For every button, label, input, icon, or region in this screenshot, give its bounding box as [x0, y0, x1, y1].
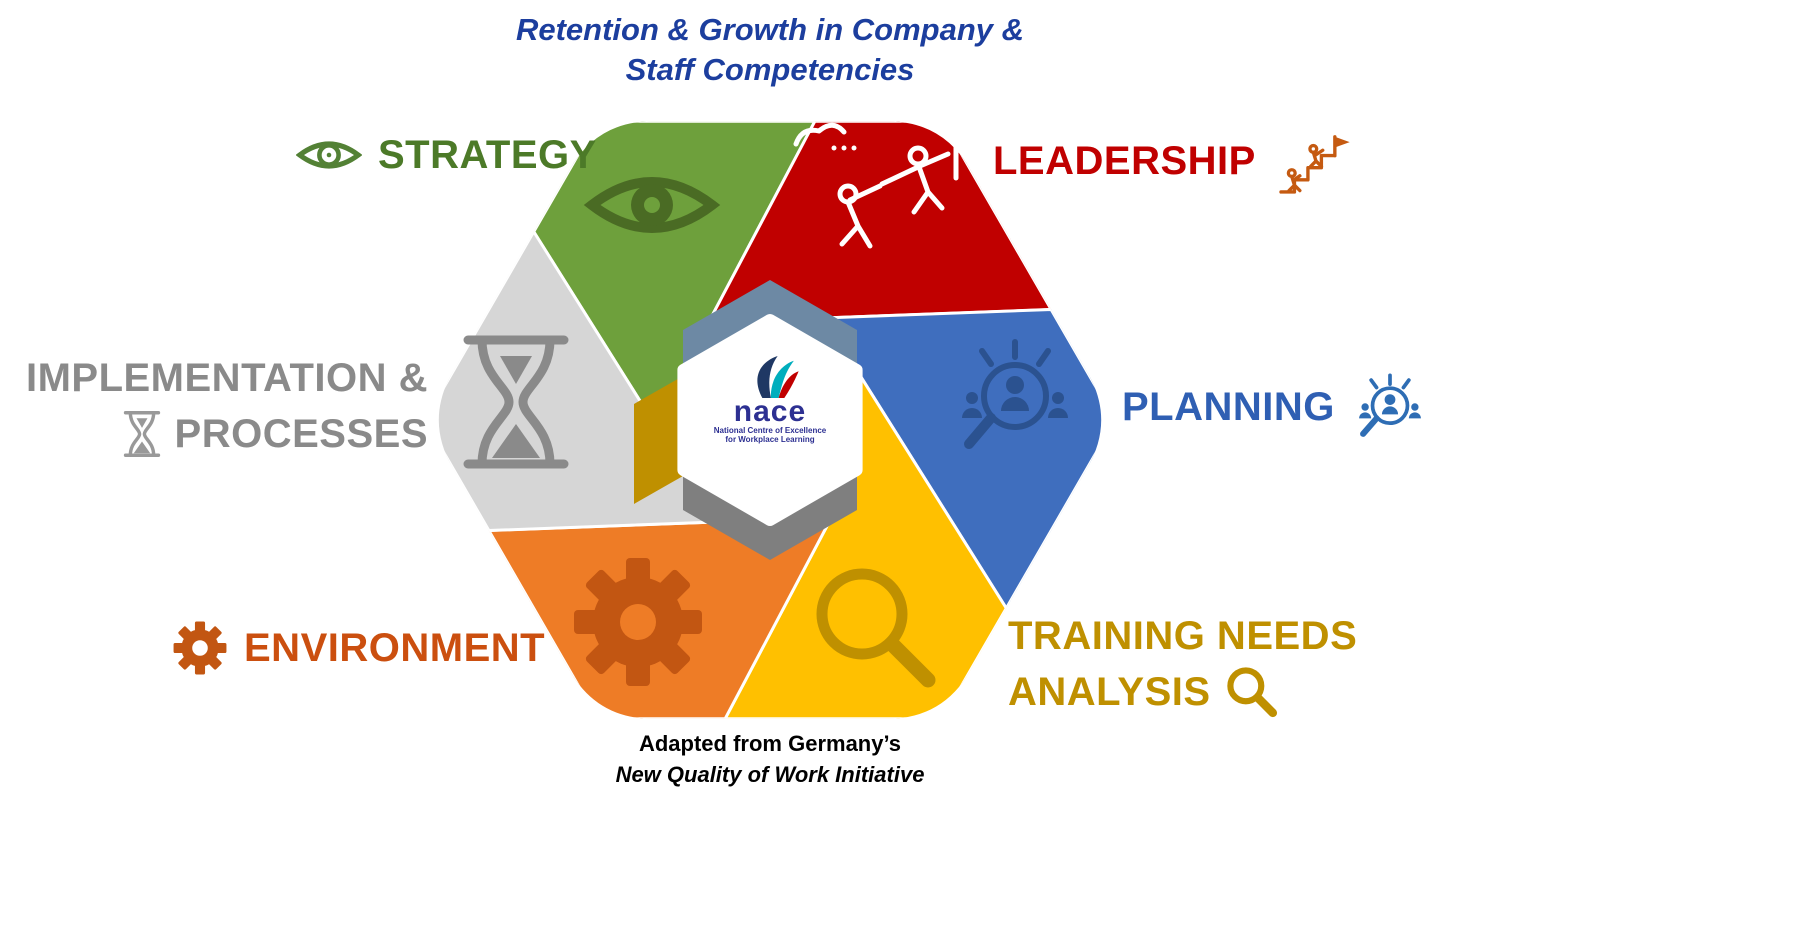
- label-implementation-text1: IMPLEMENTATION &: [25, 356, 428, 400]
- label-training-text1: TRAINING NEEDS: [1008, 614, 1358, 658]
- diagram-title-line1: Retention & Growth in Company &: [515, 12, 1025, 47]
- environment-gear-icon: [574, 558, 702, 686]
- slate-notch: [683, 280, 857, 372]
- people-magnifier-icon: [1358, 373, 1421, 437]
- gold-notch: [634, 376, 683, 504]
- nace-tagline-line1: National Centre of Excellence: [713, 426, 827, 435]
- eye-icon: [296, 141, 362, 169]
- gray-notch: [683, 468, 857, 560]
- nace-tagline-line2: for Workplace Learning: [725, 435, 815, 444]
- label-planning-text: PLANNING: [1122, 384, 1335, 429]
- climbers-flag-icon: [1279, 135, 1350, 194]
- nace-logo-swoosh-icon: [757, 356, 799, 398]
- strategy-eye-icon: [583, 177, 721, 233]
- source-caption-line2: New Quality of Work Initiative: [615, 762, 925, 787]
- label-leadership-text: LEADERSHIP: [993, 138, 1256, 183]
- diagram-title-line2: Staff Competencies: [625, 52, 915, 87]
- label-training-line1: TRAINING NEEDS: [1008, 608, 1357, 664]
- label-implementation-line1: IMPLEMENTATION &: [26, 350, 428, 406]
- label-environment-text: ENVIRONMENT: [244, 625, 546, 670]
- hourglass-icon: [123, 411, 160, 457]
- label-strategy: STRATEGY: [296, 132, 597, 178]
- center-hexagon: [677, 314, 863, 526]
- implementation-hourglass-icon: [463, 335, 569, 469]
- label-implementation-line2: PROCESSES: [30, 406, 428, 462]
- label-implementation-text2: PROCESSES: [174, 412, 428, 456]
- source-caption: Adapted from Germany’s New Quality of Wo…: [470, 728, 1070, 790]
- nace-tagline: National Centre of Excellence for Workpl…: [695, 426, 845, 444]
- source-caption-line1: Adapted from Germany’s: [638, 731, 902, 756]
- diagram-title: Retention & Growth in Company & Staff Co…: [370, 10, 1170, 90]
- training-magnifier-icon: [816, 568, 936, 688]
- leadership-climbers-flag-icon: [793, 119, 992, 249]
- label-strategy-text: STRATEGY: [378, 132, 597, 177]
- label-environment: ENVIRONMENT: [172, 620, 545, 676]
- label-training-line2: ANALYSIS: [1008, 664, 1357, 720]
- label-implementation-processes: IMPLEMENTATION & PROCESSES: [26, 350, 428, 462]
- planning-people-magnifier-icon: [962, 339, 1068, 449]
- nace-wordmark: nace: [733, 395, 807, 428]
- magnifier-icon: [1226, 667, 1277, 718]
- gear-icon: [173, 621, 227, 675]
- label-training-text2: ANALYSIS: [1008, 670, 1211, 714]
- label-training-needs-analysis: TRAINING NEEDS ANALYSIS: [1008, 608, 1357, 720]
- nace-logo: nace National Centre of Excellence for W…: [695, 356, 845, 444]
- label-planning: PLANNING: [1122, 368, 1429, 446]
- label-leadership: LEADERSHIP: [993, 126, 1360, 196]
